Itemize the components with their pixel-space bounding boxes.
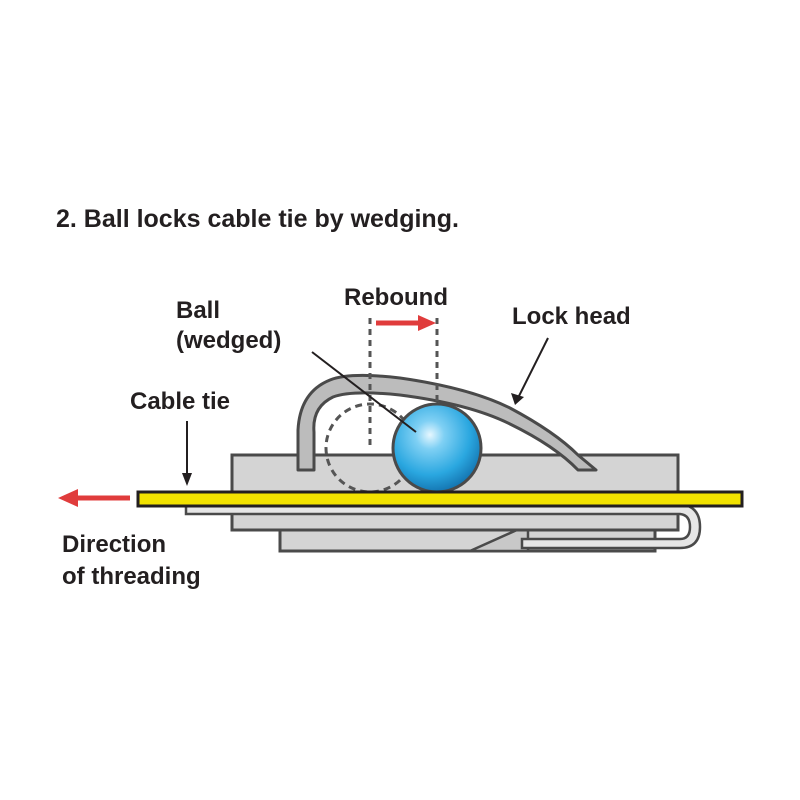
direction-label-line2: of threading [62,563,201,590]
cable-tie-strip [136,490,744,508]
ball-label-line1: Ball [176,297,220,324]
rebound-label: Rebound [344,284,448,311]
diagram-title: 2. Ball locks cable tie by wedging. [56,205,459,233]
lock-head-shell [296,373,598,472]
ball-wedged [391,402,483,494]
ball-label-line2: (wedged) [176,327,281,354]
lock-head-leader-line [516,337,549,401]
threading-arrow-head [58,489,78,507]
lock-head-leader-arrowhead [511,393,524,405]
cable-tie-label: Cable tie [130,388,230,415]
rebound-arrow-head [418,315,436,331]
ball-leader-line [311,351,417,433]
direction-label-line1: Direction [62,531,166,558]
cable-tie-leader-arrowhead [182,473,192,486]
lock-head-label: Lock head [512,303,631,330]
metal-return-strip [184,502,702,550]
